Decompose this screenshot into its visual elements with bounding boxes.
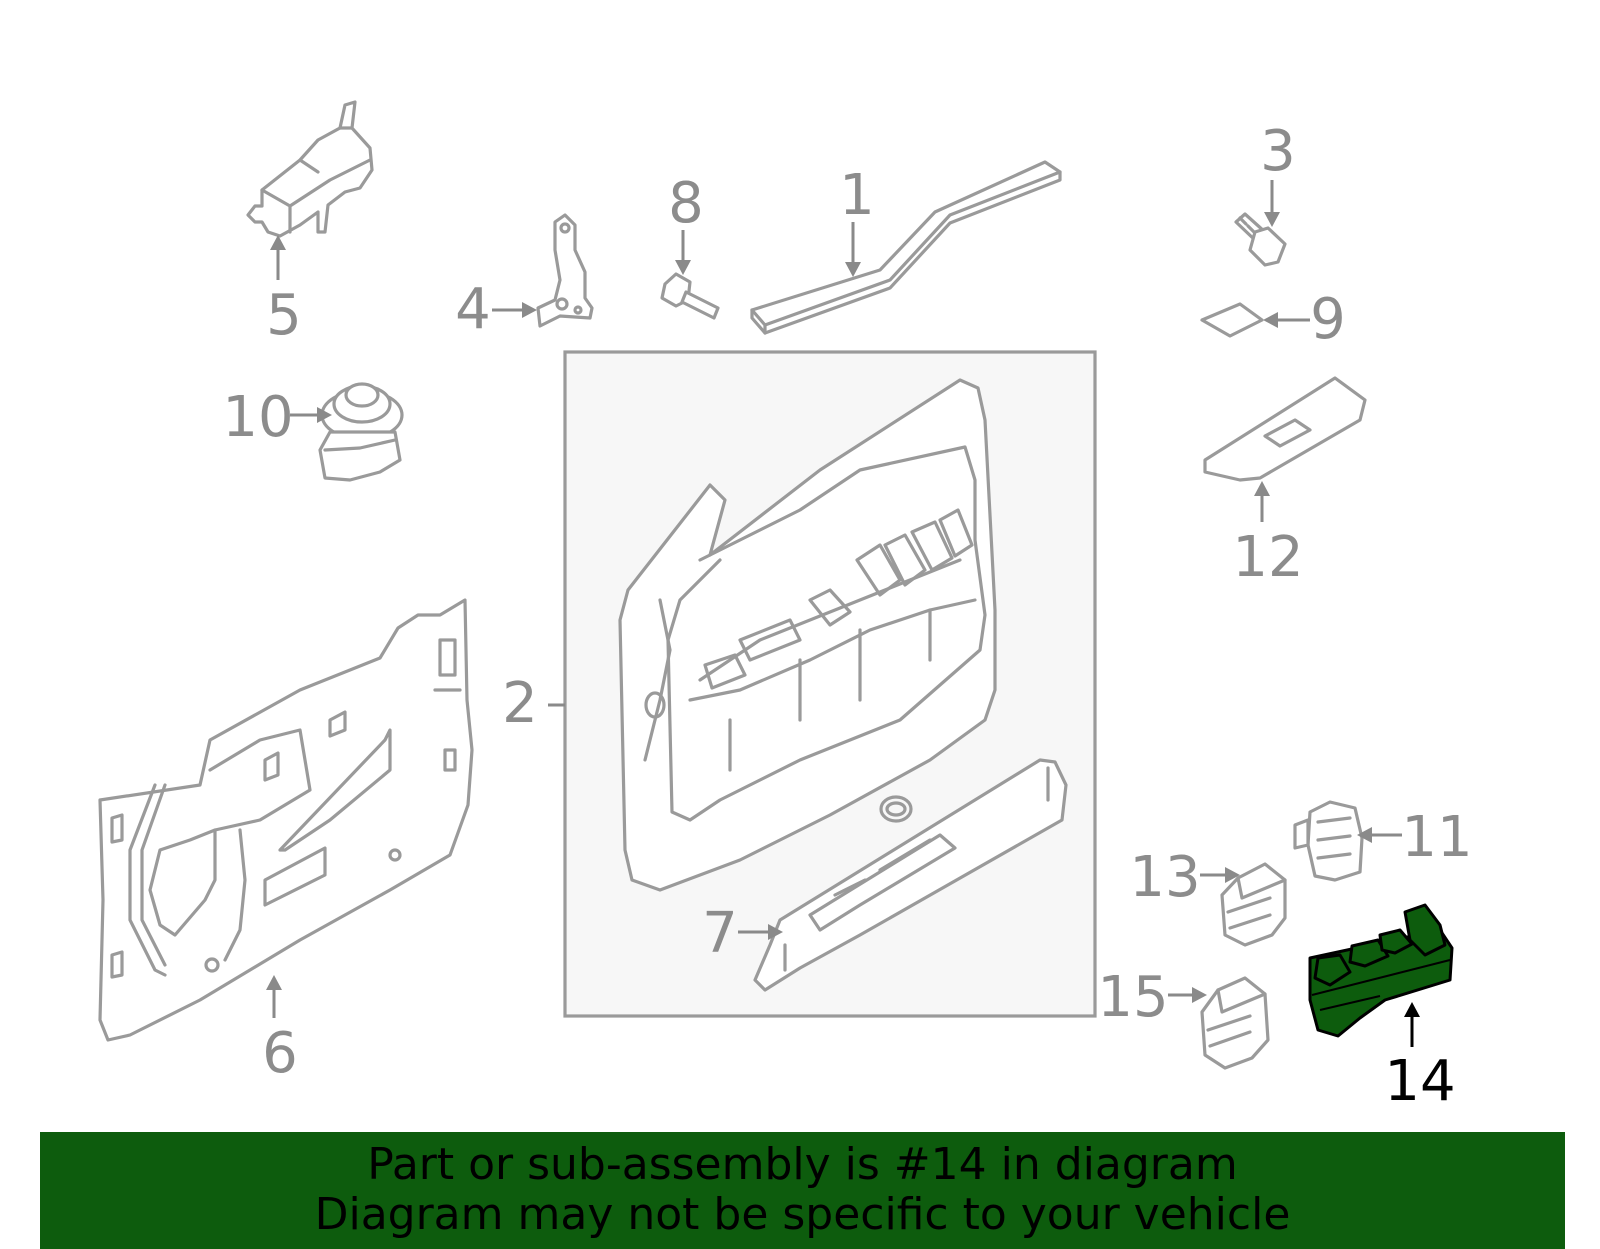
callout-8: 8	[668, 171, 704, 275]
part-2-door-panel[interactable]	[618, 378, 997, 892]
callout-5: 5	[266, 235, 302, 348]
callout-2: 2	[502, 671, 565, 736]
callout-12: 12	[1232, 481, 1304, 590]
part-12-bezel[interactable]	[1203, 376, 1367, 482]
callout-5-label: 5	[266, 283, 302, 348]
part-5-module[interactable]	[246, 100, 374, 238]
callout-13-label: 13	[1129, 845, 1200, 910]
callout-10-label: 10	[222, 385, 293, 450]
callout-7-label: 7	[702, 901, 738, 966]
callout-14-label: 14	[1384, 1049, 1455, 1114]
callout-7: 7	[702, 901, 783, 966]
callout-3-label: 3	[1260, 119, 1296, 184]
part-7-armrest[interactable]	[753, 758, 1068, 992]
callout-14: 14	[1384, 1002, 1456, 1114]
part-14-master-switch[interactable]	[1308, 903, 1454, 1038]
callout-9: 9	[1263, 287, 1346, 352]
callout-3: 3	[1260, 119, 1296, 227]
part-10-knob[interactable]	[318, 382, 404, 482]
callout-11: 11	[1357, 805, 1473, 870]
callout-4-label: 4	[455, 277, 491, 342]
part-1-strip[interactable]	[750, 160, 1062, 335]
callout-4: 4	[455, 277, 537, 342]
part-13-switch[interactable]	[1220, 862, 1287, 947]
callout-6-label: 6	[262, 1021, 298, 1086]
callout-12-label: 12	[1232, 525, 1303, 590]
part-9-pad[interactable]	[1200, 302, 1264, 338]
part-15-switch[interactable]	[1200, 976, 1270, 1070]
callout-15-label: 15	[1097, 965, 1168, 1030]
callout-13: 13	[1129, 845, 1240, 910]
callout-10: 10	[222, 385, 332, 450]
callout-6: 6	[262, 975, 298, 1086]
part-8-bolt[interactable]	[660, 272, 720, 320]
callout-8-label: 8	[668, 171, 704, 236]
part-11-switch[interactable]	[1293, 800, 1364, 882]
callout-2-label: 2	[502, 671, 538, 736]
part-4-bracket[interactable]	[536, 213, 594, 328]
part-6-inner-panel[interactable]	[98, 598, 474, 1042]
info-banner: Part or sub-assembly is #14 in diagram D…	[40, 1132, 1565, 1249]
banner-line-1: Part or sub-assembly is #14 in diagram	[367, 1139, 1238, 1190]
callout-11-label: 11	[1401, 805, 1472, 870]
banner-line-2: Diagram may not be specific to your vehi…	[314, 1189, 1291, 1240]
callout-9-label: 9	[1310, 287, 1346, 352]
part-3-bolt[interactable]	[1234, 212, 1287, 267]
callout-1: 1	[839, 163, 875, 277]
callout-15: 15	[1097, 965, 1207, 1030]
callout-1-label: 1	[839, 163, 875, 228]
